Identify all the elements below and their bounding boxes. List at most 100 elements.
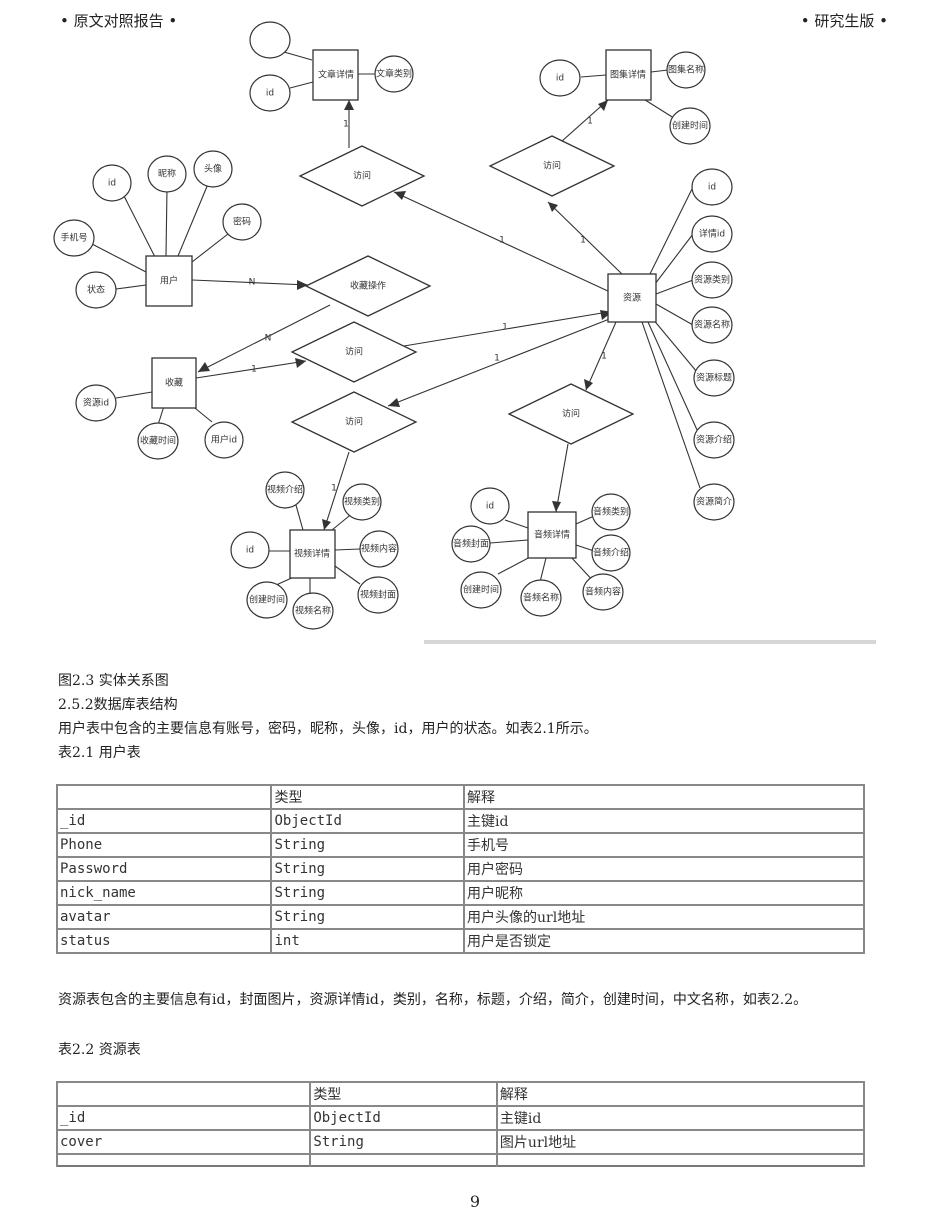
card-user-favop: N: [249, 278, 256, 288]
table-cell: String: [270, 832, 466, 858]
attr-fav-resid-label: 资源id: [83, 398, 109, 409]
edge-user-avatar: [177, 183, 209, 257]
relation-visit-audio-label: 访问: [562, 408, 580, 420]
table-cell: status: [55, 928, 273, 954]
table-cell: cover: [55, 1129, 312, 1155]
attr-audio-name: [520, 579, 562, 617]
attr-user-pwd-label: 密码: [233, 216, 251, 228]
entity-resource-label: 资源: [623, 293, 641, 304]
arrowhead-favop: [297, 280, 308, 290]
attr-audio-content-label: 音频内容: [585, 586, 621, 598]
attr-audio-time: [460, 571, 502, 609]
attr-user-status-label: 状态: [87, 284, 105, 296]
relation-fav-op: [304, 255, 432, 317]
attr-user-avatar: [193, 150, 233, 188]
attr-res-detailid-label: 详情id: [699, 228, 725, 240]
attr-audio-type-label: 音频类别: [593, 506, 629, 518]
relation-visit-video-label: 访问: [345, 416, 363, 428]
card-res-audio: 1: [601, 352, 607, 362]
table-cell: 图片url地址: [495, 1129, 866, 1155]
attr-fav-userid-label: 用户id: [211, 434, 237, 446]
er-cardinalities: 1 1 N N 1 1 1 1 1 1 1: [249, 117, 607, 494]
attr-audio-content: [582, 573, 624, 611]
attr-res-name-label: 资源名称: [694, 319, 730, 331]
table-cell: String: [270, 904, 466, 930]
edge-fav-resid: [115, 391, 153, 399]
edge-fav-time: [157, 405, 165, 426]
table-cell: String: [270, 880, 466, 906]
attr-res-intro-label: 资源介绍: [696, 434, 732, 446]
attr-fav-resid: [75, 384, 117, 422]
figure-caption: 图2.3 实体关系图: [58, 673, 169, 689]
er-relations: 访问 访问 收藏操作 访问 访问 访问: [290, 135, 635, 453]
card-res-album: 1: [580, 236, 586, 246]
edge-res-visit-article: [393, 191, 611, 293]
attr-video-cover-label: 视频封面: [360, 589, 396, 601]
edge-audio-time: [497, 555, 533, 575]
attr-res-name: [691, 306, 733, 344]
entity-audio: [527, 511, 577, 559]
attr-user-id-label: id: [108, 179, 116, 189]
edge-res-brief: [641, 321, 701, 489]
attr-video-time: [246, 581, 288, 619]
card-favop-fav: N: [265, 334, 272, 344]
attr-video-type: [342, 483, 382, 521]
attr-video-intro-label: 视频介绍: [267, 484, 303, 496]
table-row: _id ObjectId 主键id: [55, 1105, 866, 1131]
card-res-fav: 1: [502, 323, 508, 333]
table-cell: ObjectId: [309, 1105, 498, 1131]
header-right: • 研究生版 •: [800, 12, 888, 30]
card-album: 1: [587, 117, 593, 127]
edge-album-id: [580, 74, 607, 78]
resource-table: 类型 解释 _id ObjectId 主键id cover String 图片u…: [55, 1081, 866, 1167]
table-row: status int 用户是否锁定: [55, 928, 865, 954]
edge-user-status: [115, 284, 147, 290]
attr-res-type-label: 资源类别: [694, 274, 730, 286]
attr-video-time-label: 创建时间: [249, 594, 285, 606]
arrowhead-visit-fav: [295, 358, 306, 368]
edge-user-nick: [165, 187, 168, 257]
table-cell: String: [309, 1129, 498, 1155]
attr-res-title-label: 资源标题: [696, 372, 732, 384]
card-article: 1: [343, 120, 349, 130]
attr-article-type-label: 文章类别: [376, 68, 412, 80]
attr-audio-cover: [451, 525, 491, 563]
relation-visit-audio: [507, 383, 635, 445]
table-cell: String: [270, 856, 466, 882]
edge-res-detailid: [654, 233, 694, 285]
table-row: Password String 用户密码: [55, 856, 865, 882]
attr-video-content: [359, 530, 399, 568]
relation-visit-fav: [290, 321, 418, 383]
table-cell: _id: [55, 1105, 312, 1131]
relation-visit-fav-label: 访问: [345, 346, 363, 358]
attr-audio-cover-label: 音频封面: [453, 538, 489, 550]
table-cell: avatar: [55, 904, 273, 930]
attr-video-content-label: 视频内容: [361, 543, 397, 555]
paragraph-resource-table: 资源表包含的主要信息有id，封面图片，资源详情id，类别，名称，标题，介绍，简介…: [58, 992, 808, 1008]
edge-album-time: [641, 97, 678, 121]
table-header-row: 类型 解释: [55, 1081, 866, 1107]
edge-audio-cover: [489, 539, 529, 544]
er-diagram: 1 1 N N 1 1 1 1 1 1 1 访问 访问 收藏操作 访问 访问 访…: [53, 21, 876, 644]
attr-user-phone-label: 手机号: [60, 232, 87, 244]
attr-video-name: [292, 592, 334, 630]
arrowhead-visit-article: [394, 191, 406, 200]
edge-res-visit-fav: [403, 311, 609, 347]
arrowhead-article: [344, 100, 354, 110]
relation-visit-article: [298, 145, 426, 207]
entity-article: [312, 49, 359, 101]
edge-res-type: [655, 279, 694, 295]
table-header-cell: [55, 1081, 312, 1107]
relation-visit-album-label: 访问: [543, 160, 561, 172]
attr-article-type: [374, 55, 414, 93]
edge-favop-fav: [197, 304, 331, 373]
table-cell: 主键id: [495, 1105, 866, 1131]
table-cell: 主键id: [463, 808, 865, 834]
edge-user-favop: [191, 279, 309, 286]
attr-audio-intro-label: 音频介绍: [593, 547, 629, 559]
entity-article-label: 文章详情: [318, 69, 354, 81]
attr-article-id-label: id: [266, 89, 274, 99]
table-cell: [309, 1153, 498, 1166]
edge-user-id: [123, 195, 156, 258]
attr-res-detailid: [691, 215, 733, 253]
